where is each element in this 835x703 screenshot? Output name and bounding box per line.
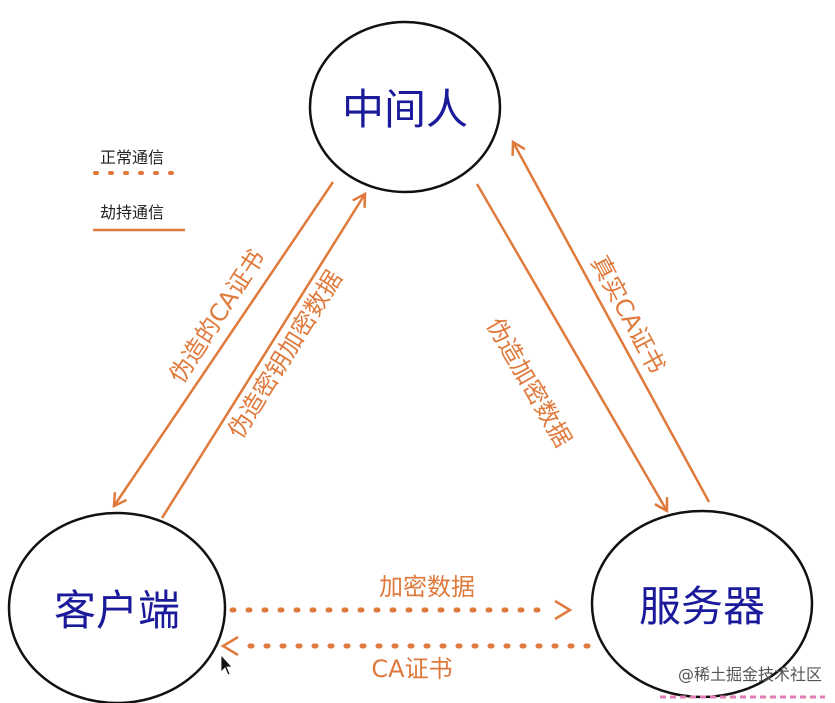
- node-client-label: 客户端: [54, 586, 180, 635]
- label-ca-cert: CA证书: [371, 655, 452, 683]
- legend-hijack-label: 劫持通信: [100, 203, 164, 222]
- arrowhead-to-server: [554, 599, 573, 621]
- node-mitm: 中间人: [308, 20, 502, 194]
- mouse-cursor-icon: [220, 653, 233, 676]
- node-client: 客户端: [7, 511, 227, 703]
- arrow-client-to-mitm: [160, 194, 365, 519]
- node-server-label: 服务器: [639, 582, 765, 631]
- label-fake-ca-cert: 伪造的CA证书: [164, 245, 271, 389]
- arrow-mitm-to-client: [114, 181, 335, 506]
- label-encrypted-data: 加密数据: [379, 573, 475, 601]
- legend: 正常通信 劫持通信: [93, 148, 185, 232]
- node-mitm-label: 中间人: [342, 85, 468, 134]
- legend-normal-label: 正常通信: [100, 148, 164, 167]
- label-fake-encrypted-data: 伪造加密数据: [481, 313, 577, 452]
- node-server: 服务器: [590, 509, 814, 699]
- label-real-ca-cert: 真实CA证书: [585, 251, 670, 378]
- arrowhead-to-client: [220, 635, 239, 657]
- arrow-mitm-to-server: [475, 183, 667, 511]
- arrow-server-to-mitm: [513, 142, 711, 503]
- watermark: @稀土掘金技术社区: [678, 665, 822, 684]
